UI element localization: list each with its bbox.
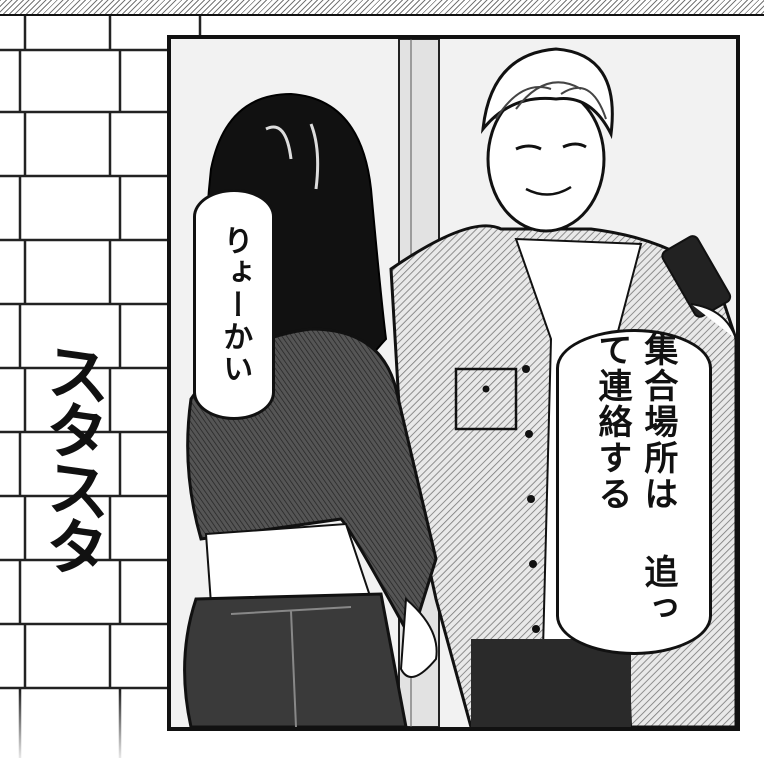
- previous-panel-edge: [0, 0, 764, 16]
- man-speech-line-2: 追って連絡する: [592, 332, 678, 626]
- girl-speech-bubble: りょーかい: [193, 189, 275, 420]
- manga-panel: りょーかい 集合場所は 追って連絡する: [167, 35, 740, 731]
- man-speech-line-1: 集合場所は: [637, 332, 678, 512]
- phone: [661, 235, 732, 318]
- girl-jeans: [183, 592, 408, 727]
- man-speech-bubble: 集合場所は 追って連絡する: [556, 329, 712, 655]
- girl-speech-text: りょーかい: [217, 224, 253, 385]
- footsteps-sound-effect: スタスタ: [35, 334, 109, 578]
